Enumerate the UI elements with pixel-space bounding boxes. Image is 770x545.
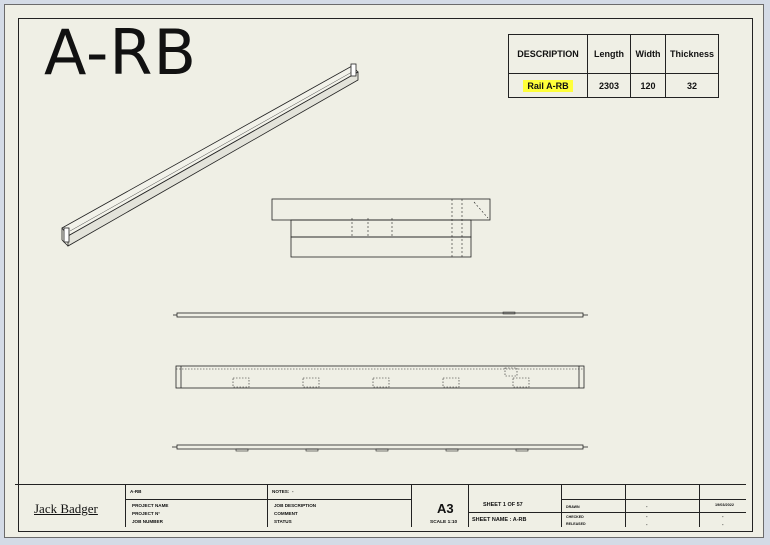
drawn-label: DRAWN	[566, 505, 580, 509]
dimensions-table: DESCRIPTION Length Width Thickness Rail …	[508, 34, 720, 98]
isometric-view	[61, 63, 359, 247]
end-view	[271, 198, 491, 258]
value-description: Rail A-RB	[508, 73, 588, 98]
drawn-by: -	[646, 504, 648, 509]
highlighted-part-name: Rail A-RB	[523, 79, 573, 92]
checked-label: CHECKED	[566, 515, 584, 519]
released-by: -	[646, 522, 648, 527]
part-reference: A-RB	[130, 489, 142, 494]
sheet-name: SHEET NAME : A-RB	[472, 517, 527, 523]
drawn-date: 19/03/2022	[715, 503, 735, 507]
released-date: -	[722, 522, 724, 527]
header-thickness: Thickness	[664, 34, 720, 74]
bottom-view	[172, 444, 588, 452]
notes-label: NOTES:	[272, 489, 290, 494]
header-width: Width	[630, 34, 666, 74]
author-signature: Jack Badger	[34, 501, 98, 516]
status-label: STATUS	[274, 519, 292, 524]
title-block: Jack Badger A-RB PROJECT NAME PROJECT N°…	[15, 484, 746, 527]
released-label: RELEASED	[566, 522, 586, 526]
project-name-label: PROJECT NAME	[132, 503, 169, 508]
comment-label: COMMENT	[274, 511, 298, 516]
value-thickness: 32	[664, 73, 720, 98]
sheet-number: SHEET 1 OF 57	[483, 502, 523, 508]
drawing-border	[18, 18, 753, 532]
header-description: DESCRIPTION	[508, 34, 588, 74]
sheet-size: A3	[437, 501, 454, 516]
scale: SCALE 1:10	[430, 520, 458, 525]
front-view	[175, 365, 585, 389]
project-number-label: PROJECT N°	[132, 511, 161, 516]
notes-value: -	[292, 489, 294, 494]
checked-by: -	[646, 514, 648, 519]
value-length: 2303	[587, 73, 631, 98]
job-number-label: JOB NUMBER	[132, 519, 163, 524]
job-description-label: JOB DESCRIPTION	[274, 503, 317, 508]
top-view	[173, 311, 588, 318]
drawing-title: A-RB	[44, 16, 198, 89]
checked-date: -	[722, 514, 724, 519]
